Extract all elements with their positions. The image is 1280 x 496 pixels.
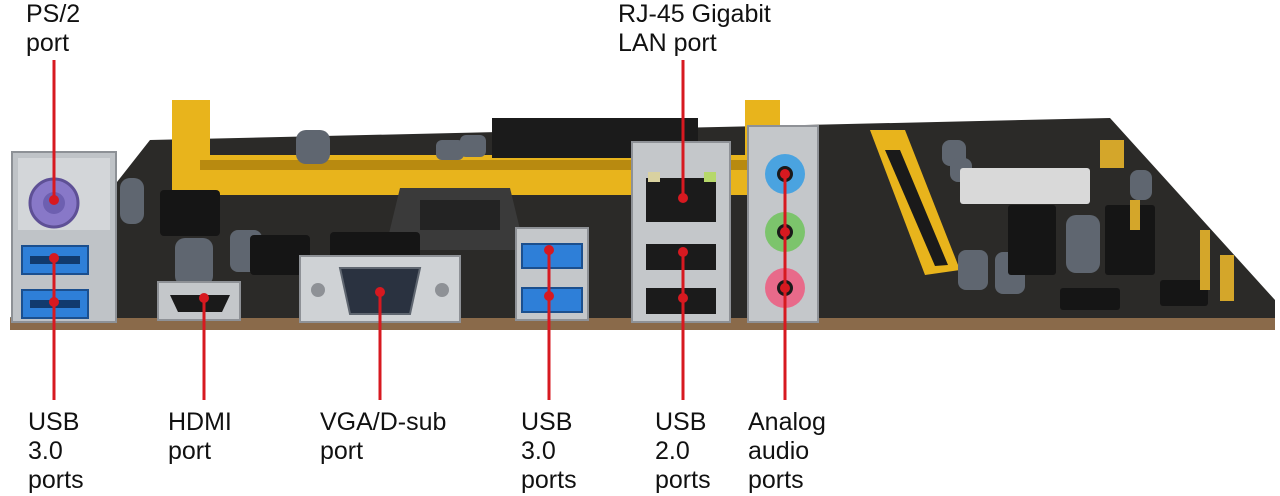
pcie-slot xyxy=(870,130,960,275)
label-usb3-left-ports: USB 3.0 ports xyxy=(28,408,84,494)
label-usb3-mid-ports: USB 3.0 ports xyxy=(521,408,577,494)
hdmi-connector xyxy=(157,281,241,321)
label-usb2-ports: USB 2.0 ports xyxy=(655,408,711,494)
label-ps2-port: PS/2 port xyxy=(26,0,81,57)
board-components xyxy=(120,130,1152,294)
ps2-usb-stack xyxy=(11,151,117,323)
header-pins xyxy=(1100,140,1234,301)
label-hdmi-port: HDMI port xyxy=(168,408,232,465)
board-chips xyxy=(160,168,1208,310)
label-vga-port: VGA/D-sub port xyxy=(320,408,447,465)
label-rj45-lan-port: RJ-45 Gigabit LAN port xyxy=(618,0,771,57)
usb3-middle-stack xyxy=(515,227,589,321)
audio-jack-stack xyxy=(747,125,819,323)
cpu-socket xyxy=(385,188,525,250)
callout-dots xyxy=(49,169,790,307)
label-analog-audio-ports: Analog audio ports xyxy=(748,408,826,494)
